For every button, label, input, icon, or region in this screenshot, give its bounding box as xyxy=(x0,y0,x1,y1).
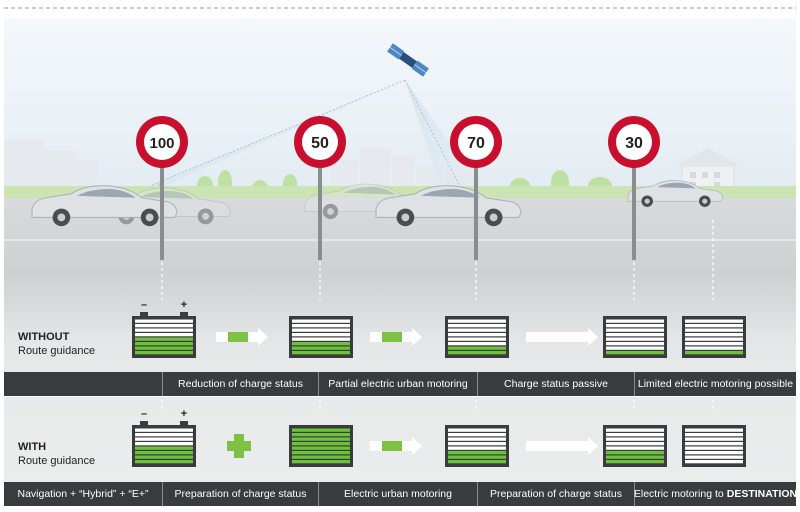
car xyxy=(375,185,522,227)
terminal-minus: – xyxy=(141,408,147,420)
battery-icon xyxy=(445,316,509,358)
steps-bar-without: Reduction of charge status Partial elect… xyxy=(4,372,796,396)
row-subtitle: Route guidance xyxy=(18,455,96,467)
dashed-guides xyxy=(161,220,714,412)
row-label-with: WITH Route guidance xyxy=(18,440,95,468)
speed-sign-label: 70 xyxy=(467,135,485,152)
speed-sign: 100 xyxy=(136,116,188,260)
speed-signs: 100 50 70 30 xyxy=(136,116,660,260)
grass-strip xyxy=(4,186,796,200)
step-label: Navigation + “Hybrid” + “E+” xyxy=(17,488,149,500)
battery-icon xyxy=(603,425,667,467)
step-label: Preparation of charge status xyxy=(174,488,307,500)
step-label: Limited electric motoring possible xyxy=(637,378,794,390)
arrow-icon xyxy=(526,437,598,455)
cars xyxy=(31,180,724,227)
terminal-plus: + xyxy=(181,408,187,420)
speed-sign: 30 xyxy=(608,116,660,260)
battery-icon xyxy=(682,425,746,467)
battery-icon xyxy=(289,316,353,358)
battery-icon xyxy=(603,316,667,358)
destination-emphasis: DESTINATION xyxy=(726,488,798,500)
row-label-without: WITHOUT Route guidance xyxy=(18,330,95,358)
battery-icon xyxy=(682,316,746,358)
step-label: Electric urban motoring xyxy=(344,488,452,500)
arrow-icon xyxy=(370,437,422,455)
battery-icon xyxy=(445,425,509,467)
battery-icon xyxy=(289,425,353,467)
speed-sign-label: 50 xyxy=(311,135,329,152)
step-label xyxy=(4,372,162,396)
arrow-icon xyxy=(526,328,598,346)
battery-icon: –+ xyxy=(132,408,196,467)
speed-sign: 50 xyxy=(294,116,346,260)
battery-icon: –+ xyxy=(132,299,196,358)
plus-icon xyxy=(227,434,251,458)
row-title: WITH xyxy=(18,441,47,453)
batteries: –+–+ xyxy=(132,299,746,467)
row-subtitle: Route guidance xyxy=(18,345,96,357)
step-text: Electric motoring to xyxy=(633,488,724,500)
car xyxy=(31,185,178,227)
steps-bar-with: Navigation + “Hybrid” + “E+” Preparation… xyxy=(4,482,798,506)
step-label: Preparation of charge status xyxy=(490,488,622,500)
row-title: WITHOUT xyxy=(18,331,70,343)
step-label: Partial electric urban motoring xyxy=(328,378,468,390)
arrow-icon xyxy=(216,328,268,346)
terminal-plus: + xyxy=(181,299,187,311)
terminal-minus: – xyxy=(141,299,147,311)
speed-sign-label: 30 xyxy=(625,135,643,152)
arrow-icon xyxy=(370,328,422,346)
step-label: Charge status passive xyxy=(504,378,608,390)
step-label: Reduction of charge status xyxy=(178,378,303,390)
satellite-icon xyxy=(387,43,429,77)
speed-sign-label: 100 xyxy=(149,135,174,152)
speed-sign: 70 xyxy=(450,116,502,260)
